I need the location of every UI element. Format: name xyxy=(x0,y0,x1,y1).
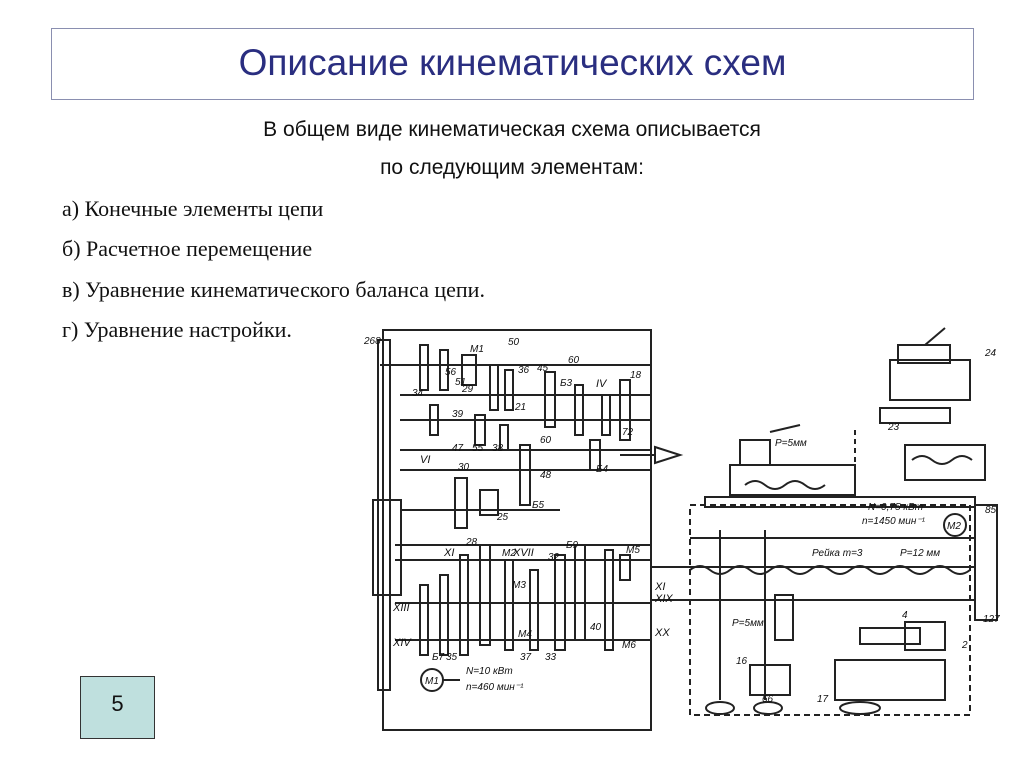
shaft-label-XVII: XVII xyxy=(512,547,534,559)
clutch-M2: M2 xyxy=(502,548,516,559)
clutch-M6: M6 xyxy=(622,640,636,651)
gear-51: 51 xyxy=(455,377,466,388)
gear-36: 36 xyxy=(518,365,530,376)
gear-33: 33 xyxy=(545,652,557,663)
gear-21: 21 xyxy=(514,402,526,413)
gear-4: 4 xyxy=(902,610,908,621)
gear-30: 30 xyxy=(458,462,470,473)
motor1-speed: n=460 мин⁻¹ xyxy=(466,682,524,693)
list-item-b: б) Расчетное перемещение xyxy=(62,236,313,261)
clutch-B3: Б3 xyxy=(560,378,573,389)
gear-28: 28 xyxy=(465,537,478,548)
rack-label: Рейка m=3 xyxy=(812,548,863,559)
gear-35: 35 xyxy=(446,652,458,663)
gear-29: 29 xyxy=(461,384,474,395)
gear-40: 40 xyxy=(590,622,602,633)
gear-48: 48 xyxy=(540,470,552,481)
shaft-label-XIV: XIV xyxy=(392,637,412,649)
shaft-label-XI-right: XI xyxy=(654,581,665,593)
intro-line-2: по следующим элементам: xyxy=(380,156,644,179)
gear-268: 268 xyxy=(363,336,381,347)
leadscrew-pitch: P=12 мм xyxy=(900,548,940,559)
gear-45: 45 xyxy=(537,363,549,374)
gear-85: 85 xyxy=(985,505,997,516)
gear-24: 24 xyxy=(984,348,997,359)
shaft-label-IV: IV xyxy=(596,378,608,390)
gear-16: 16 xyxy=(736,656,748,667)
shaft-label-VI: VI xyxy=(420,454,430,466)
clutch-B4: Б4 xyxy=(596,464,609,475)
gear-127: 127 xyxy=(983,614,1000,625)
gear-17: 17 xyxy=(817,694,829,705)
page-number: 5 xyxy=(111,691,124,716)
list-item-c: в) Уравнение кинематического баланса цеп… xyxy=(62,277,485,302)
gear-37: 37 xyxy=(520,652,532,663)
gear-47: 47 xyxy=(452,443,464,454)
gear-66: 66 xyxy=(762,694,774,705)
clutch-M4: M4 xyxy=(518,629,532,640)
motor2-label: M2 xyxy=(947,521,961,532)
intro-line-1: В общем виде кинематическая схема описыв… xyxy=(263,118,761,141)
shaft-label-XX: XX xyxy=(654,627,670,639)
gear-60b: 60 xyxy=(540,435,552,446)
gear-32: 32 xyxy=(548,552,560,563)
gear-23: 23 xyxy=(887,422,900,433)
gear-34: 34 xyxy=(412,388,424,399)
shaft-label-XI: XI xyxy=(443,547,454,559)
slide-title: Описание кинематических схем xyxy=(238,42,787,83)
gear-55: 55 xyxy=(472,443,484,454)
gear-56: 56 xyxy=(445,367,457,378)
clutch-B9: Б9 xyxy=(566,540,579,551)
motor1-power: N=10 кВт xyxy=(466,666,513,677)
motor1-label: M1 xyxy=(425,676,439,687)
clutch-B7: Б7 xyxy=(432,652,445,663)
clutch-M5: M5 xyxy=(626,545,640,556)
title-frame: Описание кинематических схем xyxy=(51,28,974,100)
motor2-power: N=0,75 кВт xyxy=(868,502,923,513)
shaft-label-XIII: XIII xyxy=(392,602,410,614)
cross-slide-pitch: P=5мм xyxy=(732,618,764,629)
clutch-M1: M1 xyxy=(470,344,484,355)
shaft-label-XIX: XIX xyxy=(654,593,673,605)
gear-25: 25 xyxy=(496,512,509,523)
gear-72: 72 xyxy=(622,427,634,438)
gear-38: 38 xyxy=(492,443,504,454)
page-number-box: 5 xyxy=(80,676,155,739)
clutch-M3: M3 xyxy=(512,580,526,591)
gear-50: 50 xyxy=(508,337,520,348)
gear-18: 18 xyxy=(630,370,642,381)
motor2-speed: n=1450 мин⁻¹ xyxy=(862,516,926,527)
list-item-a: а) Конечные элементы цепи xyxy=(62,196,324,221)
top-slide-pitch: P=5мм xyxy=(775,438,807,449)
gear-60: 60 xyxy=(568,355,580,366)
gear-2: 2 xyxy=(961,640,968,651)
clutch-B5: Б5 xyxy=(532,500,545,511)
gear-39: 39 xyxy=(452,409,464,420)
list-item-d: г) Уравнение настройки. xyxy=(62,317,292,342)
